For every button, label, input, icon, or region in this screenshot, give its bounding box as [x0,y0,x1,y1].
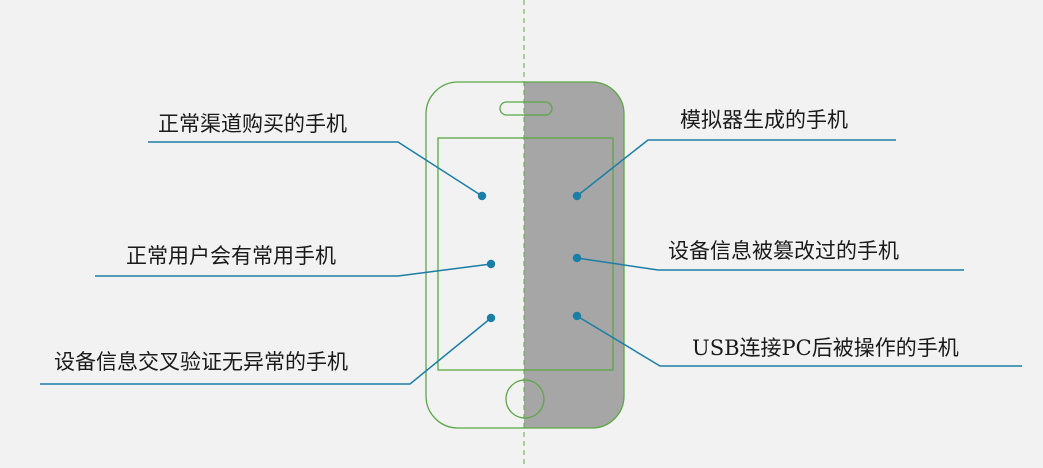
callout-dot [572,311,582,321]
phone-speaker-icon [499,101,553,116]
right-label-1: 模拟器生成的手机 [680,108,848,132]
left-label-3: 设备信息交叉验证无异常的手机 [54,350,348,374]
callout-dot [486,259,496,269]
callout-dot [486,313,496,323]
right-callout-1 [572,139,896,201]
callout-dot [572,191,582,201]
callout-dot [477,191,487,201]
left-label-1: 正常渠道购买的手机 [158,112,347,136]
right-callout-3 [572,311,1022,367]
phone-screen [437,137,614,371]
left-label-2: 正常用户会有常用手机 [126,244,336,268]
phone-body-outline [425,81,625,429]
callout-dot [572,253,582,263]
right-label-3: USB连接PC后被操作的手机 [692,336,959,360]
left-callout-1 [148,141,487,201]
right-callout-2 [572,253,964,271]
left-callout-3 [40,313,496,385]
left-callout-2 [95,259,496,277]
phone-home-button-icon [505,379,545,419]
right-label-2: 设备信息被篡改过的手机 [668,239,899,263]
